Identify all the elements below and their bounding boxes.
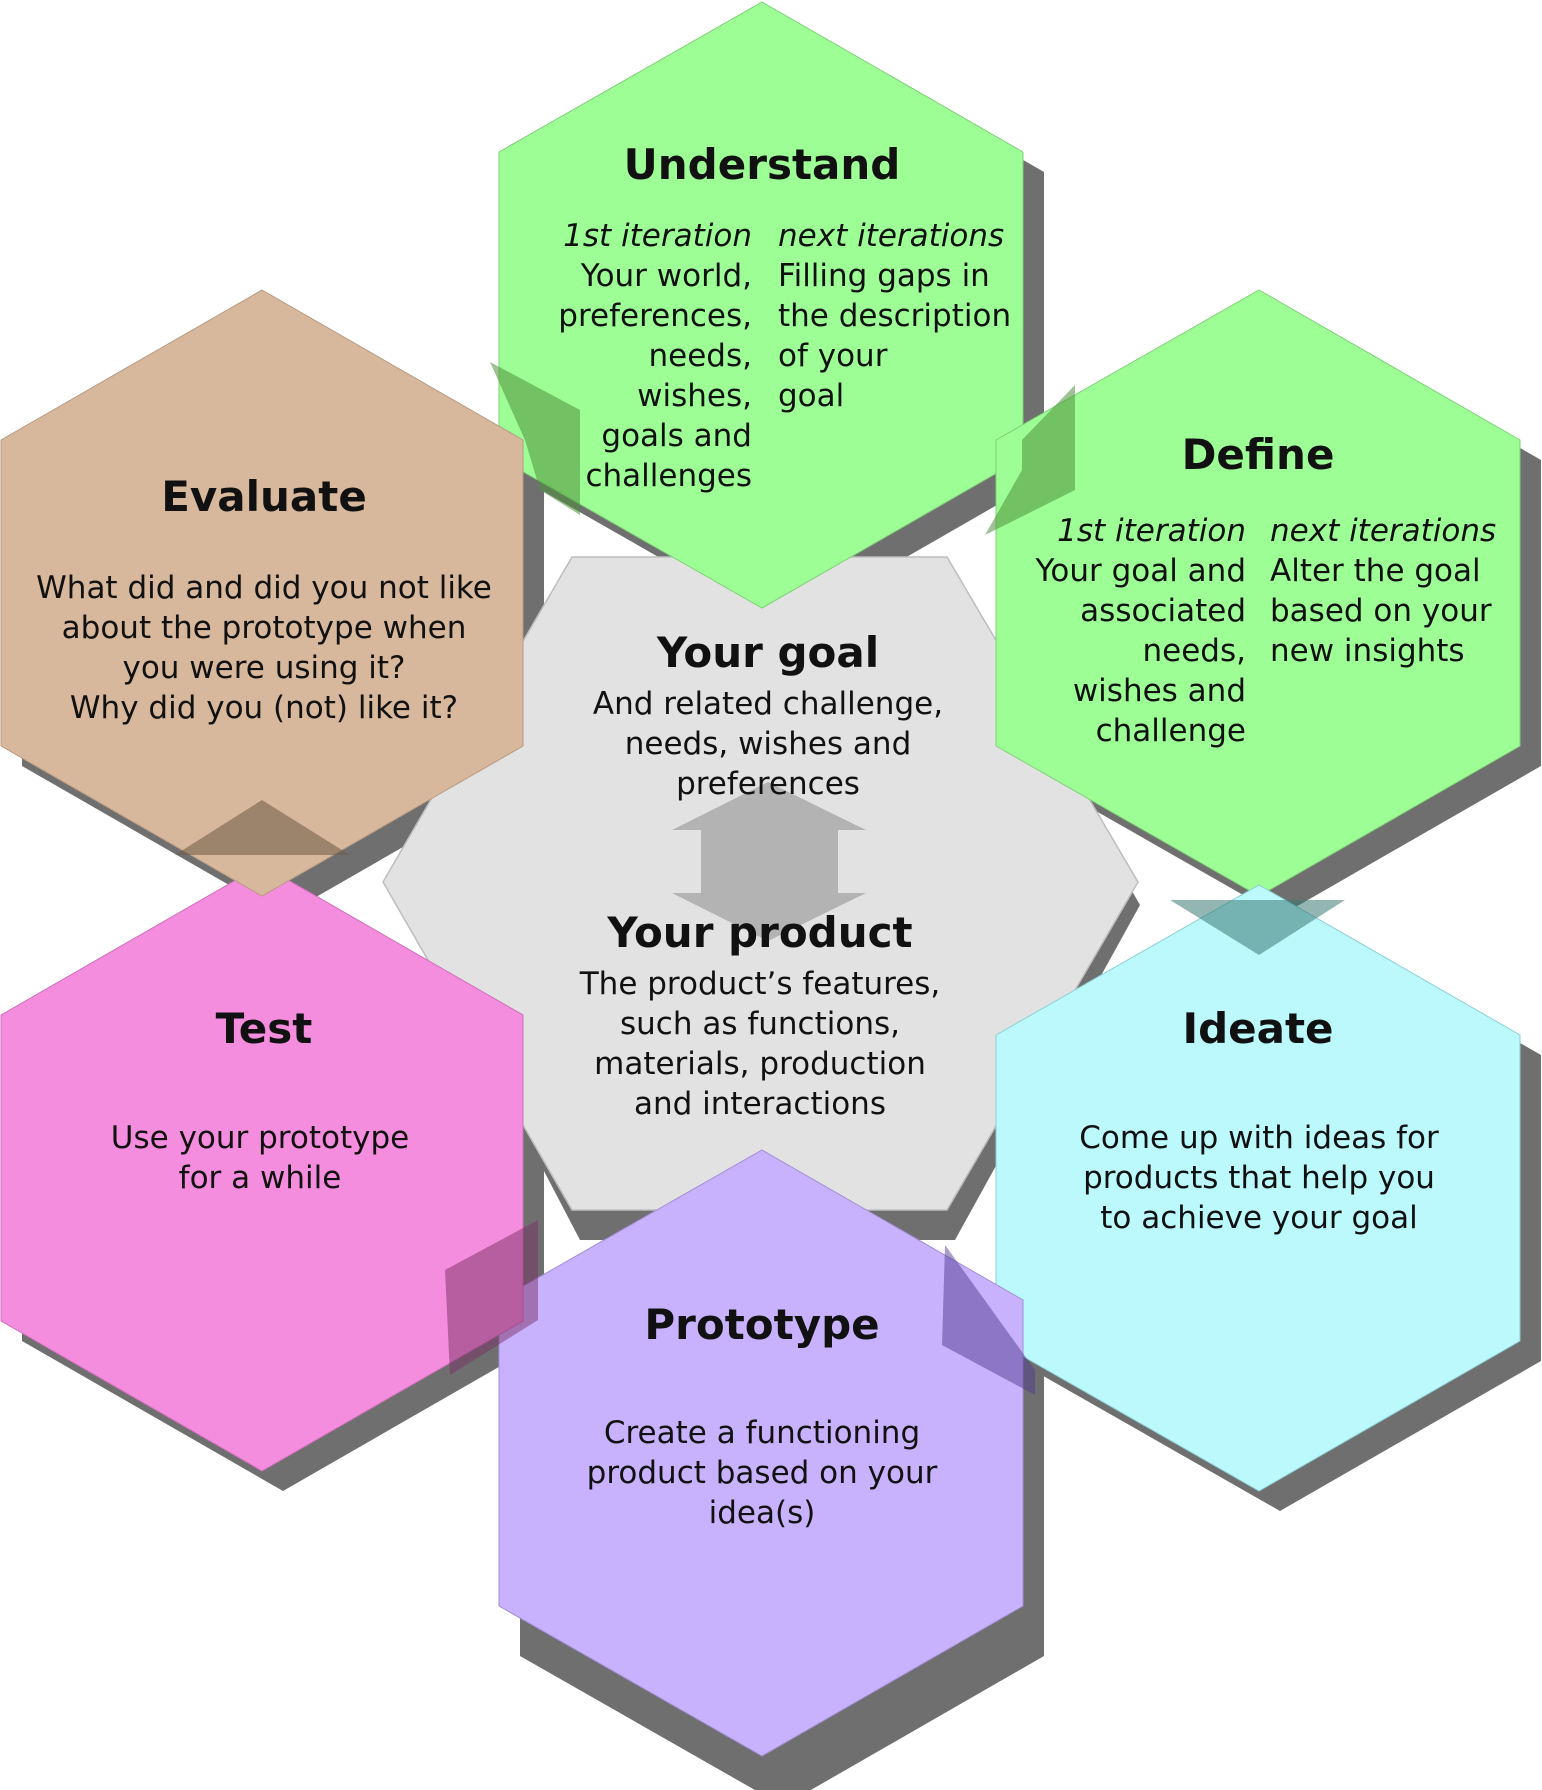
prototype-title: Prototype: [644, 1300, 880, 1349]
understand-next-iterations-text: Filling gaps in the description of your …: [778, 258, 1012, 414]
understand-to-define-arrow-icon: [985, 385, 1075, 535]
evaluate-hexagon: [0, 289, 524, 897]
test-hexagon: [0, 864, 524, 1472]
ideate-to-prototype-arrow-icon: [942, 1245, 1035, 1395]
understand-next-iterations-label: next iterations: [778, 218, 1005, 254]
define-to-ideate-arrow-icon: [1170, 900, 1345, 955]
define-first-iteration-text: Your goal and associated needs, wishes a…: [1035, 553, 1246, 749]
test-title: Test: [215, 1004, 313, 1053]
ideate-hexagon: [995, 884, 1521, 1492]
define-first-iteration-label: 1st iteration: [1057, 513, 1246, 549]
goal-product-double-arrow: [672, 782, 866, 941]
your-goal-title: Your goal: [656, 628, 880, 677]
evaluate-text: What did and did you not like about the …: [36, 570, 492, 726]
understand-first-iteration-text: Your world, preferences, needs, wishes, …: [558, 258, 752, 494]
define-next-iterations-label: next iterations: [1270, 513, 1497, 549]
evaluate-to-understand-arrow-icon: [490, 362, 580, 515]
your-product-text: The product’s features, such as function…: [579, 966, 941, 1122]
define-title: Define: [1181, 430, 1335, 479]
define-next-iterations-text: Alter the goal based on your new insight…: [1270, 553, 1492, 669]
test-text: Use your prototype for a while: [110, 1120, 410, 1196]
understand-first-iteration-label: 1st iteration: [563, 218, 752, 254]
evaluate-title: Evaluate: [161, 472, 367, 521]
your-product-title: Your product: [607, 908, 913, 957]
prototype-text: Create a functioning product based on yo…: [586, 1415, 938, 1531]
ideate-text: Come up with ideas for products that hel…: [1079, 1120, 1439, 1236]
test-to-evaluate-arrow-icon: [175, 800, 350, 855]
prototype-to-test-arrow-icon: [445, 1220, 538, 1375]
cycle-connectors: [175, 362, 1345, 1395]
understand-title: Understand: [623, 140, 901, 189]
ideate-title: Ideate: [1182, 1004, 1334, 1053]
your-goal-text: And related challenge, needs, wishes and…: [592, 686, 944, 802]
understand-hexagon: [498, 1, 1024, 609]
